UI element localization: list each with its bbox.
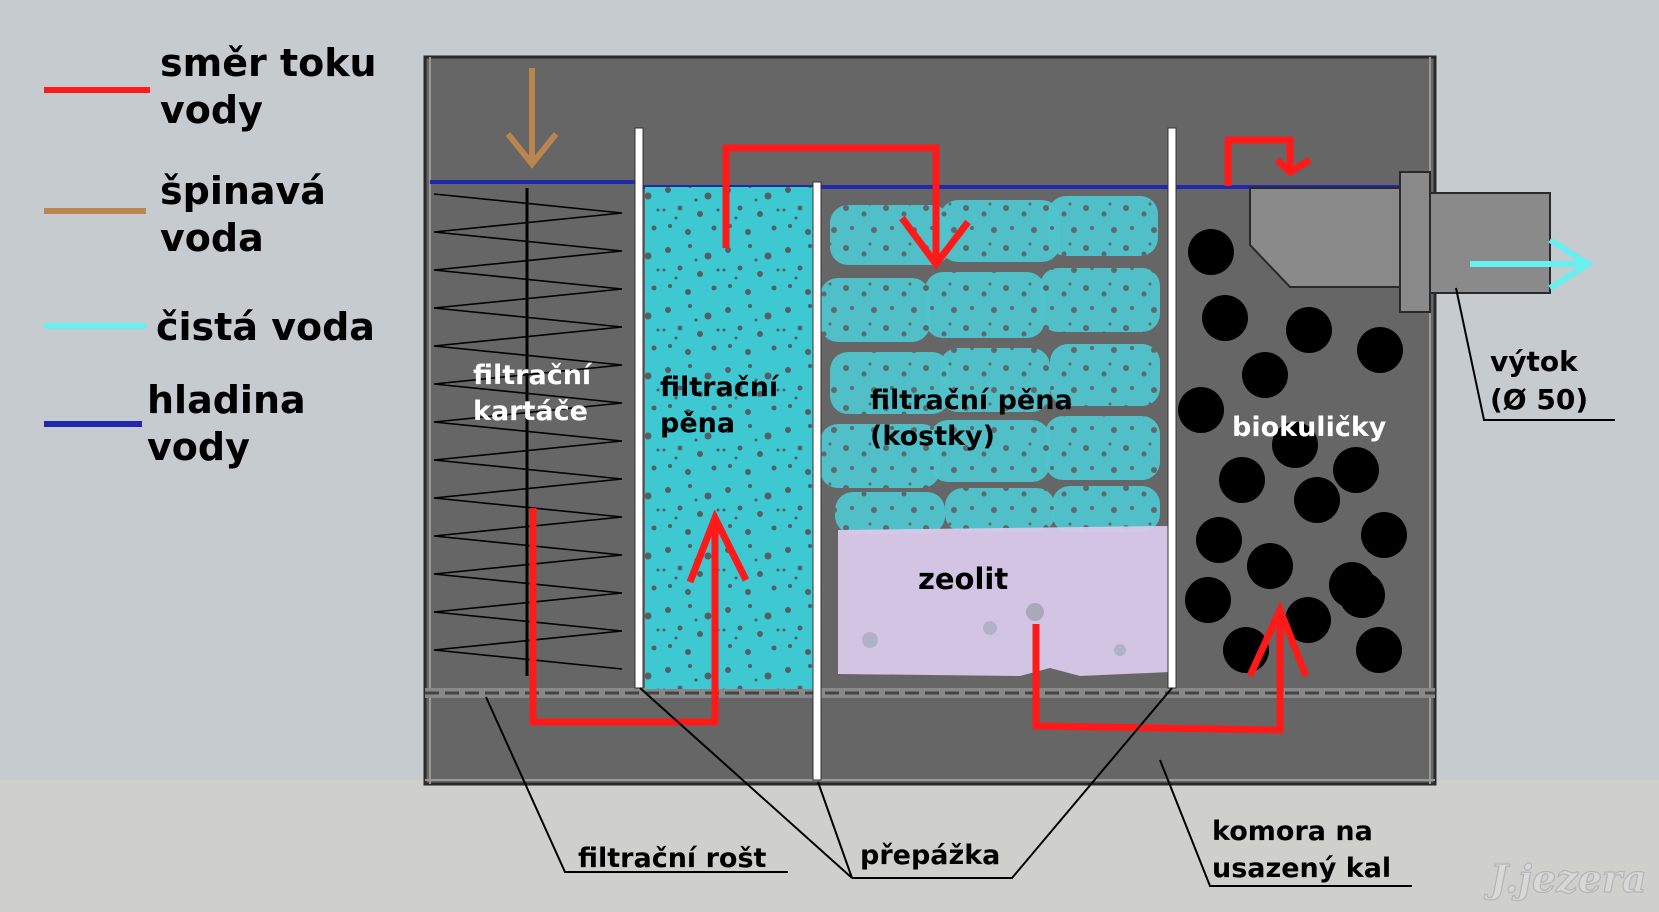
dirty-water-arrow xyxy=(505,68,559,169)
foam-cube xyxy=(1045,416,1160,480)
outlet-pipe xyxy=(1249,171,1551,313)
foam-cube xyxy=(820,424,940,488)
flow-arrow-4 xyxy=(1224,136,1312,186)
label-zeolite: zeolit xyxy=(918,562,1008,596)
bio-ball xyxy=(1185,577,1231,623)
label-grate: filtrační rošt xyxy=(578,843,767,874)
watermark: J.jezera xyxy=(1484,856,1647,901)
label-outlet: výtok(Ø 50) xyxy=(1490,345,1588,416)
bio-ball xyxy=(1202,295,1248,341)
sludge-leader xyxy=(1159,759,1412,887)
foam-cube xyxy=(835,492,945,534)
foam-cube xyxy=(1040,268,1160,332)
foam-cubes xyxy=(820,196,1160,534)
partition-1 xyxy=(634,127,644,689)
bio-ball xyxy=(1178,387,1224,433)
bio-ball xyxy=(1285,597,1331,643)
label-partition: přepážka xyxy=(860,840,1000,871)
foam-cube xyxy=(940,200,1060,262)
partition-leader-3 xyxy=(852,687,1173,879)
bio-ball xyxy=(1242,352,1288,398)
callout-lines xyxy=(485,287,1615,887)
zeolite-block xyxy=(838,526,1170,676)
filter-grate xyxy=(425,688,1435,698)
brush-chamber xyxy=(433,188,623,676)
bio-ball xyxy=(1356,627,1402,673)
bio-ball xyxy=(1286,307,1332,353)
bio-ball xyxy=(1294,477,1340,523)
bio-ball xyxy=(1196,517,1242,563)
flow-arrow-1 xyxy=(529,508,750,726)
flow-arrow-2 xyxy=(722,144,971,270)
foam-cube xyxy=(1052,486,1160,532)
bio-ball xyxy=(1247,543,1293,589)
legend-clean-label: čistá voda xyxy=(156,305,375,349)
bio-ball xyxy=(1272,422,1318,468)
partition-3 xyxy=(1167,127,1177,689)
bio-ball xyxy=(1357,327,1403,373)
clean-water-arrow xyxy=(1470,237,1594,291)
foam-block xyxy=(645,187,813,689)
bio-ball xyxy=(1361,512,1407,558)
grate-leader xyxy=(485,696,788,873)
partitions xyxy=(634,127,1177,781)
foam-cube xyxy=(830,205,950,265)
brush-zigzag xyxy=(433,193,623,670)
partition-2 xyxy=(812,181,822,781)
foam-cube xyxy=(830,352,950,414)
floor xyxy=(0,780,1659,912)
partition-leader-2 xyxy=(817,781,853,879)
bio-ball xyxy=(1339,572,1385,618)
foam-cube xyxy=(945,488,1055,532)
outlet-leader xyxy=(1455,287,1615,421)
flow-arrows xyxy=(529,136,1312,734)
foam-cube xyxy=(930,420,1050,482)
foam-cube xyxy=(820,278,930,342)
label-foam-cubes: filtrační pěna(kostky) xyxy=(870,385,1073,452)
label-bioballs: biokuličky xyxy=(1232,412,1387,443)
partition-leader-1 xyxy=(639,687,853,879)
foam-cube xyxy=(1050,344,1160,406)
foam-cube xyxy=(925,272,1045,338)
bio-ball xyxy=(1219,457,1265,503)
bio-ball xyxy=(1188,229,1234,275)
foam-cube xyxy=(940,348,1050,412)
foam-cube xyxy=(1048,196,1158,256)
bio-ball xyxy=(1333,447,1379,493)
flow-arrow-3 xyxy=(1032,601,1310,734)
